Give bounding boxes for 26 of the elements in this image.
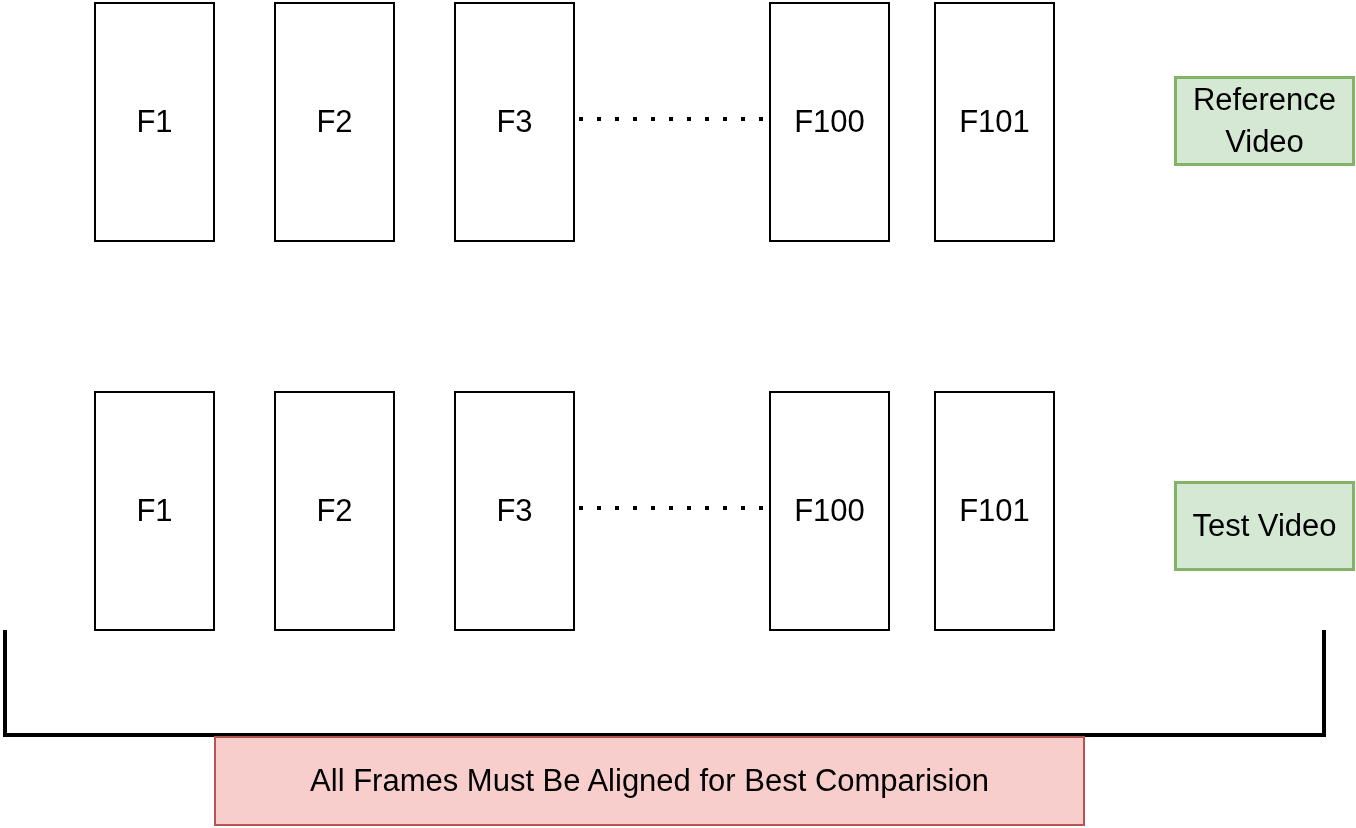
node-label: F1: [136, 103, 173, 142]
node-label: F3: [496, 492, 533, 531]
frame-box: [769, 391, 890, 631]
frame-box: [94, 391, 215, 631]
note-box: [214, 736, 1085, 826]
frame-box: [454, 2, 575, 242]
node-label: F101: [959, 492, 1030, 531]
node-label: All Frames Must Be Aligned for Best Comparision: [310, 762, 989, 801]
frame-box: [454, 391, 575, 631]
node-label: F101: [959, 103, 1030, 142]
frame-box: [274, 2, 395, 242]
node-label: F100: [794, 492, 865, 531]
node-label: Test Video: [1192, 507, 1337, 546]
frame-box: [274, 391, 395, 631]
frame-box: [769, 2, 890, 242]
label-box: [1174, 481, 1355, 571]
node-label: F1: [136, 492, 173, 531]
node-label: F100: [794, 103, 865, 142]
node-label: F2: [316, 103, 353, 142]
frame-box: [934, 2, 1055, 242]
node-label: F3: [496, 103, 533, 142]
label-box: [1174, 76, 1355, 166]
node-label: F2: [316, 492, 353, 531]
frame-box: [94, 2, 215, 242]
node-label: Reference Video: [1192, 81, 1337, 161]
frame-box: [934, 391, 1055, 631]
